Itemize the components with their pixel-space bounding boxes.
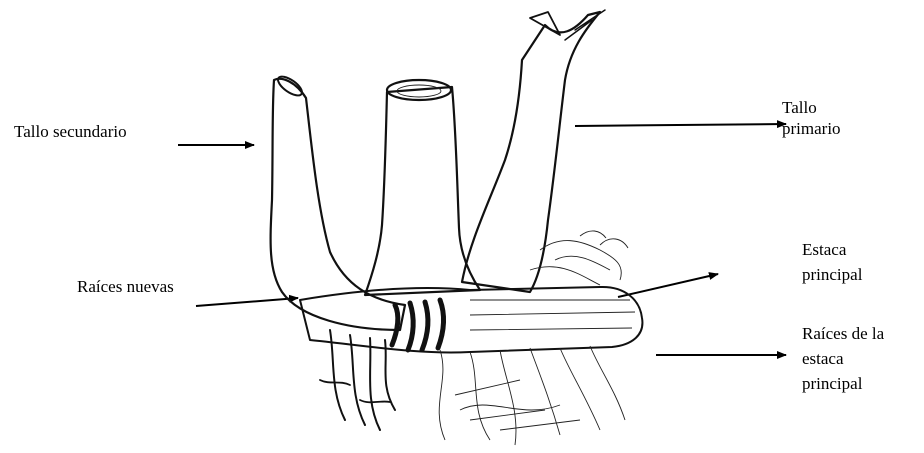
new-roots <box>320 300 444 430</box>
primary-stem <box>462 10 605 292</box>
secondary-stem <box>271 73 405 330</box>
central-stem <box>365 80 480 295</box>
arrow-raices-nuevas <box>196 298 298 306</box>
arrow-tallo-primario <box>575 124 786 126</box>
arrow-estaca-principal <box>618 274 718 297</box>
